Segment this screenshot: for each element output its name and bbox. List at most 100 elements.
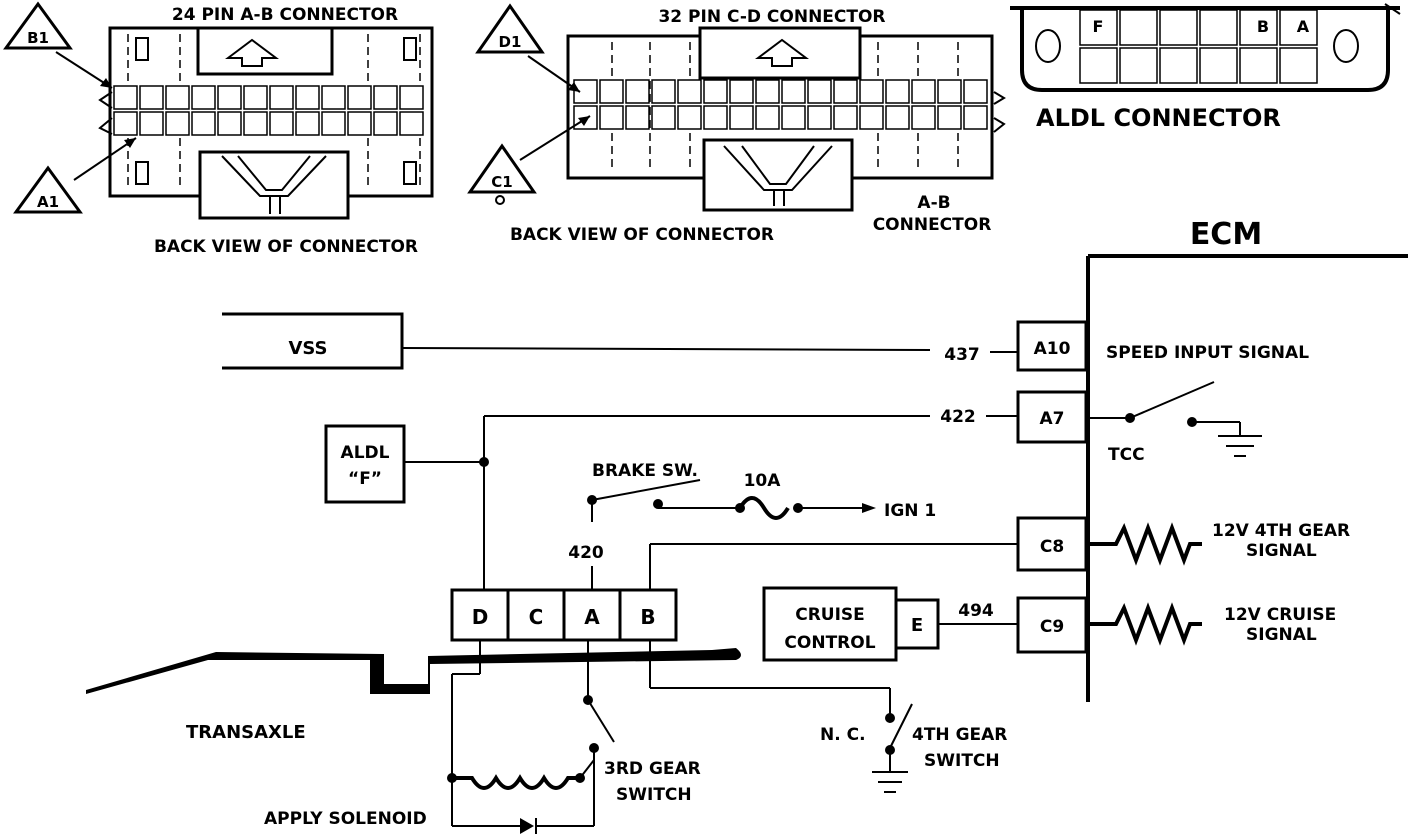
fuse-label: 10A: [744, 471, 782, 491]
connector-cavity: [347, 85, 372, 110]
connector-cd: 32 PIN C-D CONNECTOR BACK VIEW OF CONNEC…: [467, 3, 1006, 245]
transaxle-case: [86, 648, 741, 694]
connector-cavity: [937, 79, 962, 104]
tcc-switch: [1088, 381, 1262, 457]
pin-label: C9: [1040, 617, 1064, 637]
connector-cavity: [113, 111, 138, 136]
pin-b: B: [640, 605, 655, 629]
connector-cavity: [963, 79, 988, 104]
pin-d1-label: D1: [499, 33, 522, 51]
ecm-title: ECM: [1190, 217, 1262, 252]
wire-number: 494: [958, 601, 994, 621]
connector-cavity: [139, 111, 164, 136]
pin-b1-label: B1: [27, 29, 49, 47]
connector-cavity: [755, 105, 780, 130]
resistor-c9-icon: [1088, 602, 1202, 646]
pin-label: A7: [1040, 409, 1065, 429]
connector-cavity: [859, 105, 884, 130]
resistor-c8-icon: [1088, 522, 1202, 566]
cruise-pin-e: E: [911, 615, 923, 636]
fourth-gear-switch: N. C. 4TH GEAR SWITCH: [649, 640, 1007, 793]
ecm-pin-a7: A7 TCC 422: [940, 390, 1145, 465]
connector-cavity: [347, 111, 372, 136]
aldl-cavity: [1239, 9, 1278, 46]
connector-cavity: [373, 85, 398, 110]
aldl-cavity: [1079, 47, 1118, 84]
pin-desc: SPEED INPUT SIGNAL: [1106, 343, 1309, 363]
connector-cavity: [217, 85, 242, 110]
fuse-icon: [738, 496, 790, 520]
pin-a: A: [584, 605, 600, 629]
aldl-cavity: [1239, 47, 1278, 84]
connector-ab-caption: BACK VIEW OF CONNECTOR: [154, 237, 418, 257]
pin-desc: 12V 4TH GEAR: [1212, 521, 1350, 541]
connector-cavity: [859, 79, 884, 104]
aldl-cavity: [1159, 47, 1198, 84]
aldl-cavity: [1199, 47, 1238, 84]
connector-cavity: [191, 85, 216, 110]
connector-cavity: [963, 105, 988, 130]
connector-cavity: [885, 79, 910, 104]
connector-cavity: [373, 111, 398, 136]
transaxle-label: TRANSAXLE: [186, 722, 306, 743]
aldl-f-block: ALDL “F”: [324, 424, 484, 504]
connector-cavity: [937, 105, 962, 130]
brake-switch-circuit: BRAKE SW. 10A IGN 1 420: [568, 461, 936, 590]
wire-420-label: 420: [568, 543, 604, 563]
aldl-cavity: [1279, 47, 1318, 84]
pin-d: D: [472, 605, 489, 629]
vss-label: VSS: [288, 338, 327, 359]
connector-cavity: [113, 85, 138, 110]
connector-cavity: [911, 105, 936, 130]
pin-a1-marker: [13, 165, 83, 214]
pin-c1-marker: [467, 143, 537, 194]
aldl-f-label-1: ALDL: [341, 443, 390, 463]
connector-cavity: [729, 105, 754, 130]
connector-cavity: [651, 79, 676, 104]
ecm-block: ECM: [1086, 217, 1408, 702]
connector-cavity: [651, 105, 676, 130]
ecm-pin-a10: A10 SPEED INPUT SIGNAL 437: [944, 320, 1309, 372]
third-gear-label-1: 3RD GEAR: [604, 759, 701, 779]
arrow-right-icon: [862, 503, 876, 513]
apply-solenoid: APPLY SOLENOID: [264, 759, 595, 829]
connector-cavity: [807, 105, 832, 130]
connector-cavity: [599, 105, 624, 130]
connector-cavity: [729, 79, 754, 104]
connector-cavity: [321, 111, 346, 136]
connector-cavity: [885, 105, 910, 130]
connector-cavity: [217, 111, 242, 136]
connector-cd-caption: BACK VIEW OF CONNECTOR: [510, 225, 774, 245]
fourth-gear-label-2: SWITCH: [924, 751, 1000, 771]
connector-cavity: [191, 111, 216, 136]
aldl-pin-f: F: [1093, 17, 1104, 36]
fourth-gear-label-1: 4TH GEAR: [912, 725, 1007, 745]
aldl-cavity: [1079, 9, 1118, 46]
aldl-cavity: [1159, 9, 1198, 46]
connector-cavity: [269, 85, 294, 110]
pin-desc: TCC: [1108, 445, 1145, 465]
connector-cavity: [625, 105, 650, 130]
wire-number: 437: [944, 345, 980, 365]
connector-cavity: [295, 111, 320, 136]
connector-cavity: [703, 105, 728, 130]
connector-aldl: F B A ALDL CONNECTOR: [1010, 3, 1401, 132]
aldl-cavity: [1119, 9, 1158, 46]
aldl-pin-a: A: [1297, 17, 1310, 36]
connector-cavity: [677, 105, 702, 130]
connector-cavity: [807, 79, 832, 104]
connector-cavity: [243, 111, 268, 136]
wire-number: 422: [940, 407, 976, 427]
pin-desc: SIGNAL: [1246, 625, 1317, 645]
vss-block: VSS: [222, 312, 1018, 370]
connector-cavity: [833, 79, 858, 104]
up-arrow-icon: [755, 38, 809, 67]
brake-switch-label: BRAKE SW.: [592, 461, 698, 481]
connector-ab-title: 24 PIN A-B CONNECTOR: [172, 5, 398, 25]
connector-cavity: [295, 85, 320, 110]
connector-cavity: [243, 85, 268, 110]
pin-a1-label: A1: [37, 193, 59, 211]
connector-cd-title: 32 PIN C-D CONNECTOR: [658, 7, 885, 27]
connector-cavity: [399, 85, 424, 110]
